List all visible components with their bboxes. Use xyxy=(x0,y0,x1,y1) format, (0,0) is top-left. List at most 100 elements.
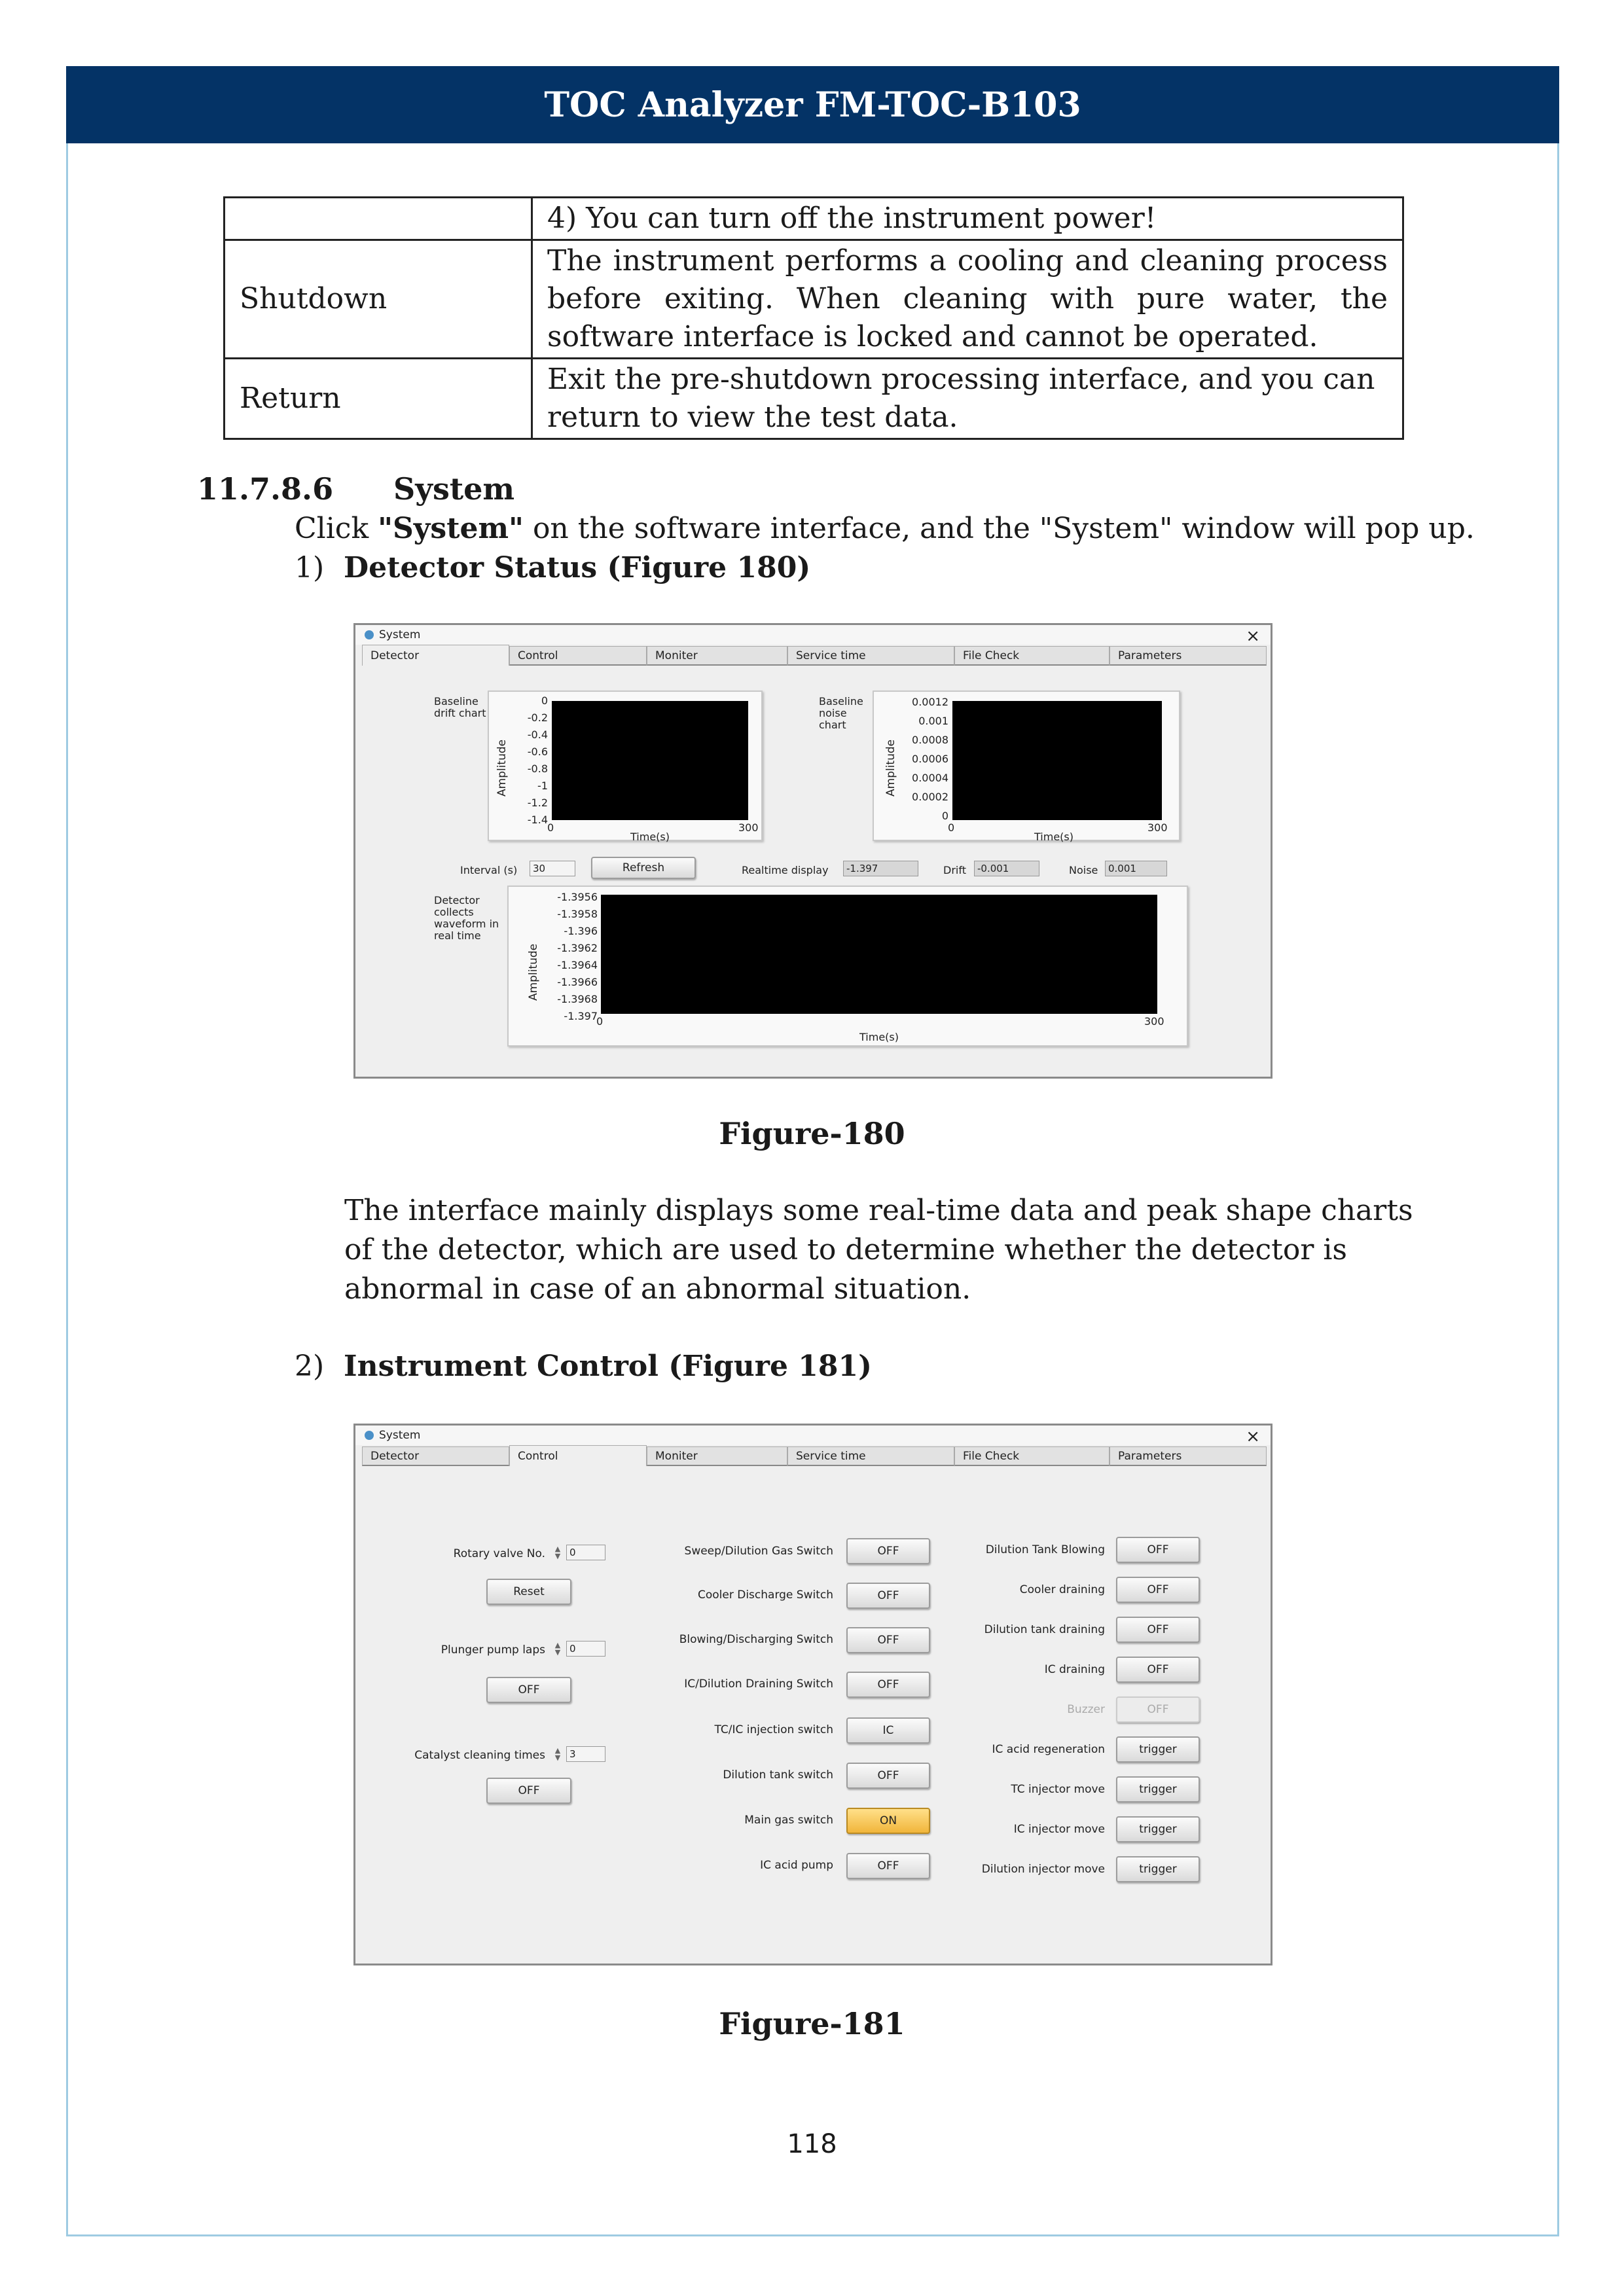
trigger-button[interactable]: trigger xyxy=(1116,1736,1200,1763)
control-label: IC acid regeneration xyxy=(992,1743,1106,1756)
trigger-button[interactable]: trigger xyxy=(1116,1816,1200,1842)
tab-file-check[interactable]: File Check xyxy=(954,646,1110,666)
control-button[interactable]: OFF xyxy=(1116,1537,1200,1563)
switch-button[interactable]: OFF xyxy=(846,1583,930,1609)
plunger-pump-input[interactable]: 0 xyxy=(566,1641,605,1657)
window-title: System xyxy=(379,1429,421,1442)
close-icon[interactable]: × xyxy=(1246,626,1260,646)
drift-xtick-max: 300 xyxy=(738,821,759,834)
tab-bar: Detector Control Moniter Service time Fi… xyxy=(355,1445,1271,1466)
wave-ytick: -1.3956 xyxy=(557,891,598,903)
drift-ytick: -0.2 xyxy=(527,711,548,724)
noise-ytick: 0.0002 xyxy=(912,791,948,803)
control-button[interactable]: OFF xyxy=(1116,1617,1200,1643)
catalyst-cleaning-input[interactable]: 3 xyxy=(566,1746,605,1762)
refresh-button[interactable]: Refresh xyxy=(591,857,696,879)
rotary-valve-input[interactable]: 0 xyxy=(566,1545,605,1560)
switch-button[interactable]: OFF xyxy=(846,1853,930,1879)
buzzer-button: OFF xyxy=(1116,1696,1200,1723)
switch-button[interactable]: OFF xyxy=(846,1538,930,1564)
switch-label: TC/IC injection switch xyxy=(714,1723,833,1736)
switch-label: Main gas switch xyxy=(744,1814,833,1827)
switch-button[interactable]: IC xyxy=(846,1717,930,1744)
drift-x-axis-label: Time(s) xyxy=(630,831,670,843)
table-cell-text: Exit the pre-shutdown processing interfa… xyxy=(531,357,1404,440)
detector-window: System × Detector Control Moniter Servic… xyxy=(353,623,1272,1079)
rotary-valve-stepper[interactable]: ▲▼ xyxy=(554,1545,561,1560)
noise-x-axis-label: Time(s) xyxy=(1034,831,1074,843)
page-header: TOC Analyzer FM-TOC-B103 xyxy=(66,66,1559,143)
drift-ytick: -0.4 xyxy=(527,728,548,741)
noise-ytick: 0.0004 xyxy=(912,772,948,784)
tab-moniter[interactable]: Moniter xyxy=(647,1446,787,1466)
plunger-pump-stepper[interactable]: ▲▼ xyxy=(554,1641,561,1657)
switch-button[interactable]: OFF xyxy=(846,1763,930,1789)
control-label: Cooler draining xyxy=(1019,1583,1105,1596)
tab-parameters[interactable]: Parameters xyxy=(1110,646,1267,666)
plunger-pump-button[interactable]: OFF xyxy=(486,1677,571,1703)
wave-ytick: -1.3964 xyxy=(557,959,598,971)
interval-input[interactable]: 30 xyxy=(530,861,575,876)
control-window: System × Detector Control Moniter Servic… xyxy=(353,1424,1272,1965)
table-cell-text: 4) You can turn off the instrument power… xyxy=(531,196,1404,241)
noise-ytick: 0 xyxy=(941,810,948,822)
wave-y-axis-label: Amplitude xyxy=(527,943,540,1001)
drift-value: -0.001 xyxy=(974,861,1039,876)
reset-button[interactable]: Reset xyxy=(486,1579,571,1605)
section-title: System xyxy=(393,471,515,507)
table-cell-text: The instrument performs a cooling and cl… xyxy=(531,239,1404,359)
wave-ytick: -1.3958 xyxy=(557,908,598,920)
drift-ytick: -1.4 xyxy=(527,814,548,826)
table-cell-label: Shutdown xyxy=(223,239,533,359)
list-item-1: 1)Detector Status (Figure 180) xyxy=(295,548,810,588)
drift-ytick: -1 xyxy=(537,780,548,792)
noise-chart-plot xyxy=(952,701,1162,820)
noise-ytick: 0.0008 xyxy=(912,734,948,746)
control-button[interactable]: OFF xyxy=(1116,1657,1200,1683)
tab-detector[interactable]: Detector xyxy=(362,1446,509,1466)
tab-control[interactable]: Control xyxy=(509,646,647,666)
drift-ytick: -1.2 xyxy=(527,797,548,809)
wave-ytick: -1.397 xyxy=(564,1010,598,1022)
tab-moniter[interactable]: Moniter xyxy=(647,646,787,666)
catalyst-cleaning-label: Catalyst cleaning times xyxy=(414,1749,545,1762)
tab-parameters[interactable]: Parameters xyxy=(1110,1446,1267,1466)
app-logo-icon xyxy=(365,1431,374,1440)
tab-service-time[interactable]: Service time xyxy=(787,646,954,666)
tab-file-check[interactable]: File Check xyxy=(954,1446,1110,1466)
wave-xtick-min: 0 xyxy=(596,1015,604,1028)
wave-ytick: -1.3962 xyxy=(557,942,598,954)
catalyst-cleaning-stepper[interactable]: ▲▼ xyxy=(554,1746,561,1762)
drift-ytick: -0.6 xyxy=(527,745,548,758)
realtime-label: Realtime display xyxy=(742,864,829,876)
trigger-button[interactable]: trigger xyxy=(1116,1776,1200,1803)
tab-service-time[interactable]: Service time xyxy=(787,1446,954,1466)
list-number: 1) xyxy=(295,551,325,584)
intro-paragraph: Click "System" on the software interface… xyxy=(295,509,1475,548)
noise-ytick: 0.001 xyxy=(918,715,948,727)
noise-label: Noise xyxy=(1069,864,1098,876)
switch-button[interactable]: OFF xyxy=(846,1672,930,1698)
drift-chart-label: Baseline drift chart xyxy=(434,695,486,719)
control-label: TC injector move xyxy=(1011,1783,1105,1796)
intro-text-end: on the software interface, and the "Syst… xyxy=(523,512,1475,545)
control-label: IC draining xyxy=(1044,1663,1105,1676)
trigger-button[interactable]: trigger xyxy=(1116,1856,1200,1882)
tab-detector[interactable]: Detector xyxy=(362,645,509,666)
drift-ytick: 0 xyxy=(541,694,548,707)
switch-button[interactable]: OFF xyxy=(846,1627,930,1653)
main-gas-switch-button[interactable]: ON xyxy=(846,1808,930,1834)
list-item-2: 2)Instrument Control (Figure 181) xyxy=(295,1347,872,1386)
noise-ytick: 0.0012 xyxy=(912,696,948,708)
catalyst-cleaning-button[interactable]: OFF xyxy=(486,1778,571,1804)
control-button[interactable]: OFF xyxy=(1116,1577,1200,1603)
figure-caption: Figure-181 xyxy=(719,2006,905,2041)
wave-xtick-max: 300 xyxy=(1144,1015,1164,1028)
switch-label: Blowing/Discharging Switch xyxy=(679,1633,833,1646)
wave-x-axis-label: Time(s) xyxy=(859,1031,899,1043)
tab-control[interactable]: Control xyxy=(509,1445,647,1466)
close-icon[interactable]: × xyxy=(1246,1427,1260,1446)
wave-ytick: -1.396 xyxy=(564,925,598,937)
window-title: System xyxy=(379,628,421,641)
noise-value: 0.001 xyxy=(1105,861,1167,876)
